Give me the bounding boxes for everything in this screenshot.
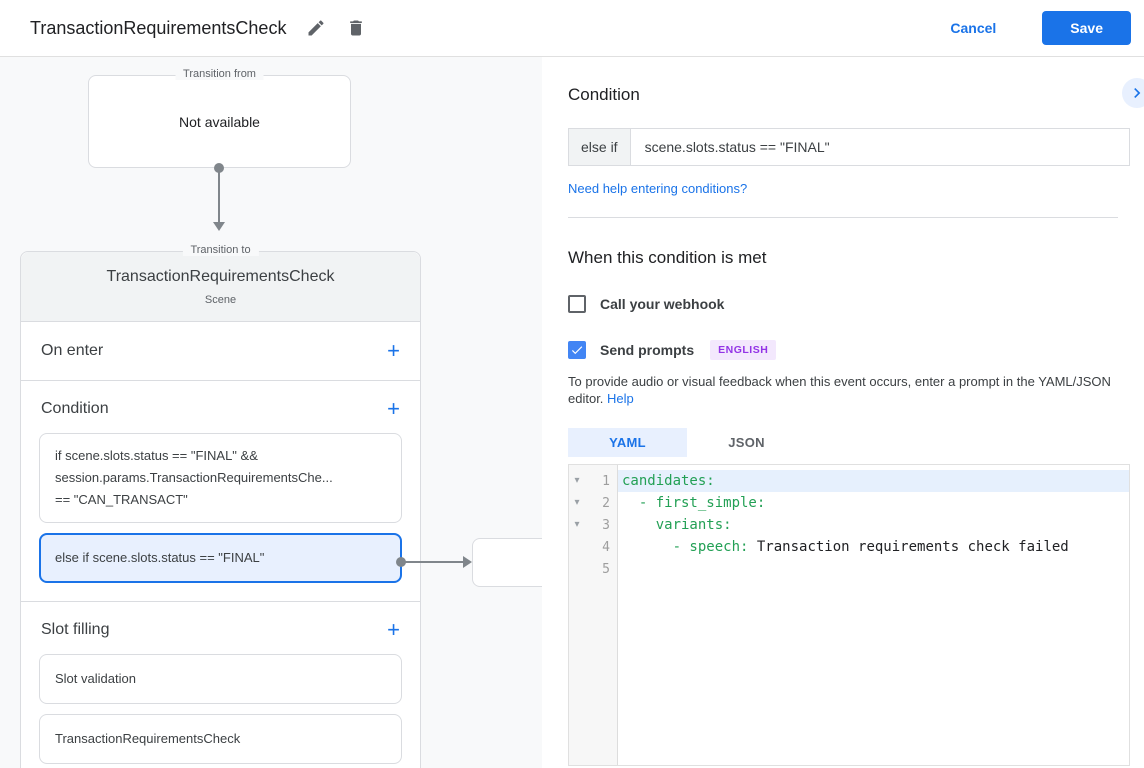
transition-from-legend: Transition from — [175, 68, 264, 80]
condition-heading: Condition — [568, 85, 640, 104]
line-number: 4 — [602, 539, 610, 555]
language-badge: ENGLISH — [710, 340, 777, 360]
top-bar: TransactionRequirementsCheck Cancel Save — [0, 0, 1144, 57]
chevron-right-icon — [1134, 88, 1141, 98]
condition-section-label: Condition — [41, 400, 109, 417]
editor-code[interactable]: candidates: - first_simple: variants: - … — [618, 465, 1129, 765]
webhook-row: Call your webhook — [568, 295, 1118, 313]
fold-arrow-icon[interactable]: ▾ — [574, 519, 580, 530]
condition-panel: Condition else if scene.slots.status == … — [542, 57, 1144, 768]
slot-filling-section-label: Slot filling — [41, 621, 110, 638]
fold-arrow-icon[interactable]: ▾ — [574, 497, 580, 508]
scene-card-title: TransactionRequirementsCheck — [106, 268, 335, 285]
condition-expression-input[interactable]: scene.slots.status == "FINAL" — [644, 139, 830, 155]
slot-filling-item[interactable]: Slot validation — [39, 654, 402, 704]
line-number: 2 — [602, 495, 610, 511]
code-line[interactable] — [618, 558, 1129, 580]
collapse-panel-button[interactable] — [1122, 78, 1144, 108]
gutter-row: ▾2 — [569, 492, 617, 514]
webhook-label: Call your webhook — [600, 296, 725, 312]
condition-editor-section: Condition else if scene.slots.status == … — [542, 57, 1144, 218]
save-button[interactable]: Save — [1042, 11, 1131, 45]
line-number: 3 — [602, 517, 610, 533]
editor-tabs: YAML JSON — [568, 428, 1118, 457]
condition-help-link[interactable]: Need help entering conditions? — [568, 181, 748, 196]
condition-expression-row: else if scene.slots.status == "FINAL" — [568, 128, 1130, 166]
edit-icon[interactable] — [306, 18, 326, 38]
condition-section: Condition + if scene.slots.status == "FI… — [21, 381, 420, 602]
page-title: TransactionRequirementsCheck — [30, 17, 287, 38]
connector-line-horizontal — [403, 561, 465, 563]
condition-prefix-label: else if — [569, 129, 631, 165]
scene-card-subtitle: Scene — [204, 294, 237, 306]
line-number: 5 — [602, 561, 610, 577]
on-enter-label: On enter — [41, 342, 104, 359]
code-line[interactable]: candidates: — [618, 470, 1129, 492]
gutter-row: 5 — [569, 558, 617, 580]
scene-card-header[interactable]: TransactionRequirementsCheck Scene — [21, 252, 420, 322]
arrow-right-icon — [463, 556, 472, 568]
transition-target-box[interactable] — [472, 538, 542, 587]
send-prompts-row: Send prompts ENGLISH — [568, 340, 1118, 360]
add-slot-icon[interactable]: + — [387, 617, 400, 642]
add-condition-icon[interactable]: + — [387, 396, 400, 421]
tab-json[interactable]: JSON — [728, 435, 765, 450]
webhook-checkbox[interactable] — [568, 295, 586, 313]
transition-to-legend: Transition to — [182, 244, 259, 256]
condition-items: if scene.slots.status == "FINAL" &&sessi… — [21, 433, 420, 583]
on-enter-row[interactable]: On enter + — [21, 322, 420, 381]
connector-dot-top — [214, 163, 224, 173]
fold-arrow-icon[interactable]: ▾ — [574, 475, 580, 486]
code-line[interactable]: - first_simple: — [622, 495, 766, 511]
transition-from-box[interactable]: Transition from Not available — [88, 68, 351, 168]
cancel-button[interactable]: Cancel — [950, 20, 997, 36]
help-link[interactable]: Help — [607, 391, 634, 406]
gutter-row: ▾3 — [569, 514, 617, 536]
code-line[interactable]: - speech: Transaction requirements check… — [622, 539, 1069, 555]
transition-from-content: Not available — [179, 113, 260, 130]
helper-text: To provide audio or visual feedback when… — [568, 374, 1111, 406]
arrow-down-icon — [213, 222, 225, 231]
check-icon — [571, 346, 583, 355]
gutter-row: 4 — [569, 536, 617, 558]
section-divider — [568, 217, 1118, 218]
connector-line-vertical — [218, 171, 220, 223]
send-prompts-label: Send prompts — [600, 342, 695, 358]
prompt-helper-text: To provide audio or visual feedback when… — [568, 373, 1118, 407]
scene-diagram: Transition from Not available Transition… — [0, 57, 542, 768]
transition-to-card: Transition to TransactionRequirementsChe… — [20, 244, 421, 768]
when-met-heading: When this condition is met — [568, 248, 767, 267]
code-line[interactable]: variants: — [622, 517, 732, 533]
gutter-row: ▾1 — [569, 470, 617, 492]
condition-item[interactable]: if scene.slots.status == "FINAL" &&sessi… — [39, 433, 402, 523]
tab-yaml[interactable]: YAML — [568, 428, 687, 457]
slot-filling-item[interactable]: TransactionRequirementsCheck — [39, 714, 402, 764]
send-prompts-checkbox[interactable] — [568, 341, 586, 359]
connector-dot-right — [396, 557, 406, 567]
condition-item-selected[interactable]: else if scene.slots.status == "FINAL" — [39, 533, 402, 583]
line-number: 1 — [602, 473, 610, 489]
when-met-section: When this condition is met Call your web… — [542, 218, 1144, 766]
trash-icon[interactable] — [346, 18, 366, 38]
add-on-enter-icon[interactable]: + — [387, 338, 400, 363]
